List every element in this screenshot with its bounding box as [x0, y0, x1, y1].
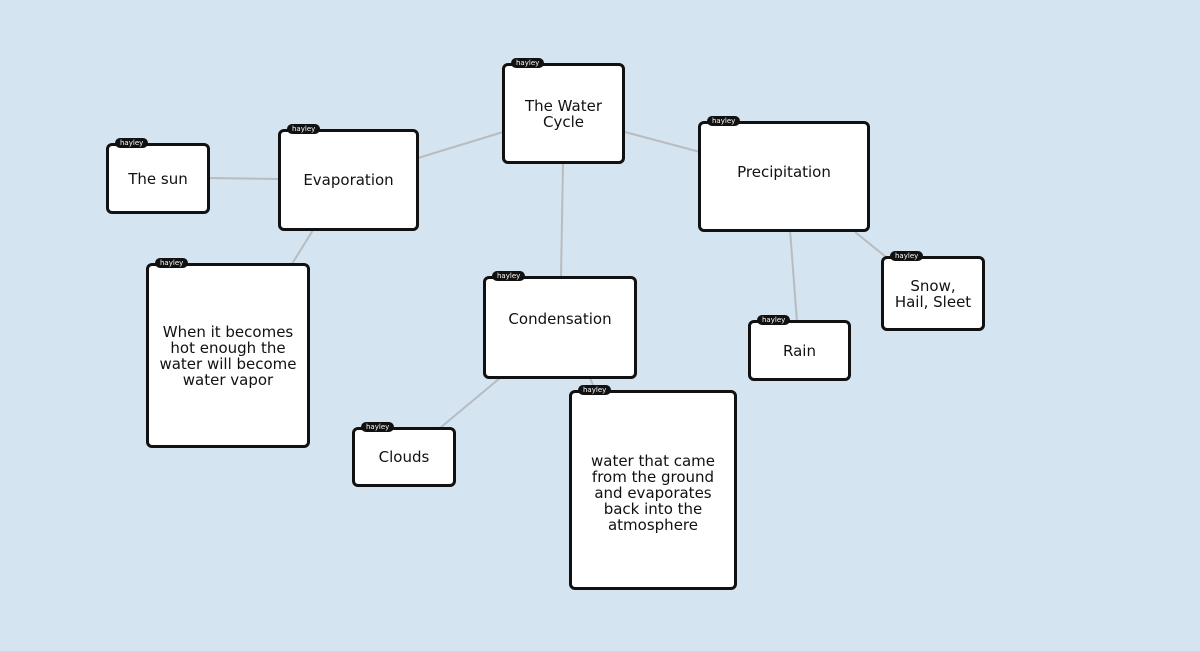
node-clouds[interactable]: hayley Clouds — [352, 422, 456, 487]
author-tag: hayley — [155, 258, 189, 268]
node-label: Condensation — [508, 309, 612, 328]
author-tag: hayley — [890, 251, 924, 261]
node-label: Rain — [783, 341, 816, 360]
node-label: Precipitation — [737, 162, 831, 181]
node-condensation[interactable]: hayley Condensation — [483, 271, 637, 379]
link-evaporation-evaporation-note — [291, 229, 314, 265]
author-tag: hayley — [115, 138, 149, 148]
node-label: The Water Cycle — [524, 96, 602, 131]
link-water-cycle-evaporation — [417, 131, 504, 159]
author-tag: hayley — [707, 116, 741, 126]
node-evaporation-note[interactable]: hayley When it becomes hot enough the wa… — [146, 258, 310, 448]
link-precipitation-rain — [789, 229, 798, 323]
author-tag: hayley — [511, 58, 545, 68]
author-tag: hayley — [757, 315, 791, 325]
node-label: When it becomes hot enough the water wil… — [159, 323, 297, 389]
link-precipitation-snow-hail-sleet — [854, 231, 887, 258]
node-label: water that came from the ground and evap… — [590, 452, 715, 534]
node-label: Evaporation — [303, 171, 394, 189]
node-the-sun[interactable]: hayley The sun — [106, 138, 210, 214]
node-rain[interactable]: hayley Rain — [748, 315, 851, 381]
node-condensation-note[interactable]: hayley water that came from the ground a… — [569, 385, 737, 590]
node-evaporation[interactable]: hayley Evaporation — [278, 124, 419, 231]
link-water-cycle-precipitation — [624, 131, 701, 153]
node-label: Snow, Hail, Sleet — [894, 276, 972, 311]
author-tag: hayley — [361, 422, 395, 432]
link-condensation-clouds — [439, 377, 501, 429]
author-tag: hayley — [578, 385, 612, 395]
link-evaporation-the-sun — [207, 177, 280, 180]
node-water-cycle[interactable]: hayley The Water Cycle — [502, 58, 625, 164]
author-tag: hayley — [287, 124, 321, 134]
author-tag: hayley — [492, 271, 526, 281]
node-label: Clouds — [378, 448, 430, 466]
node-snow-hail-sleet[interactable]: hayley Snow, Hail, Sleet — [881, 251, 985, 331]
node-label: The sun — [128, 169, 188, 188]
link-water-cycle-condensation — [560, 162, 564, 278]
node-precipitation[interactable]: hayley Precipitation — [698, 116, 870, 232]
